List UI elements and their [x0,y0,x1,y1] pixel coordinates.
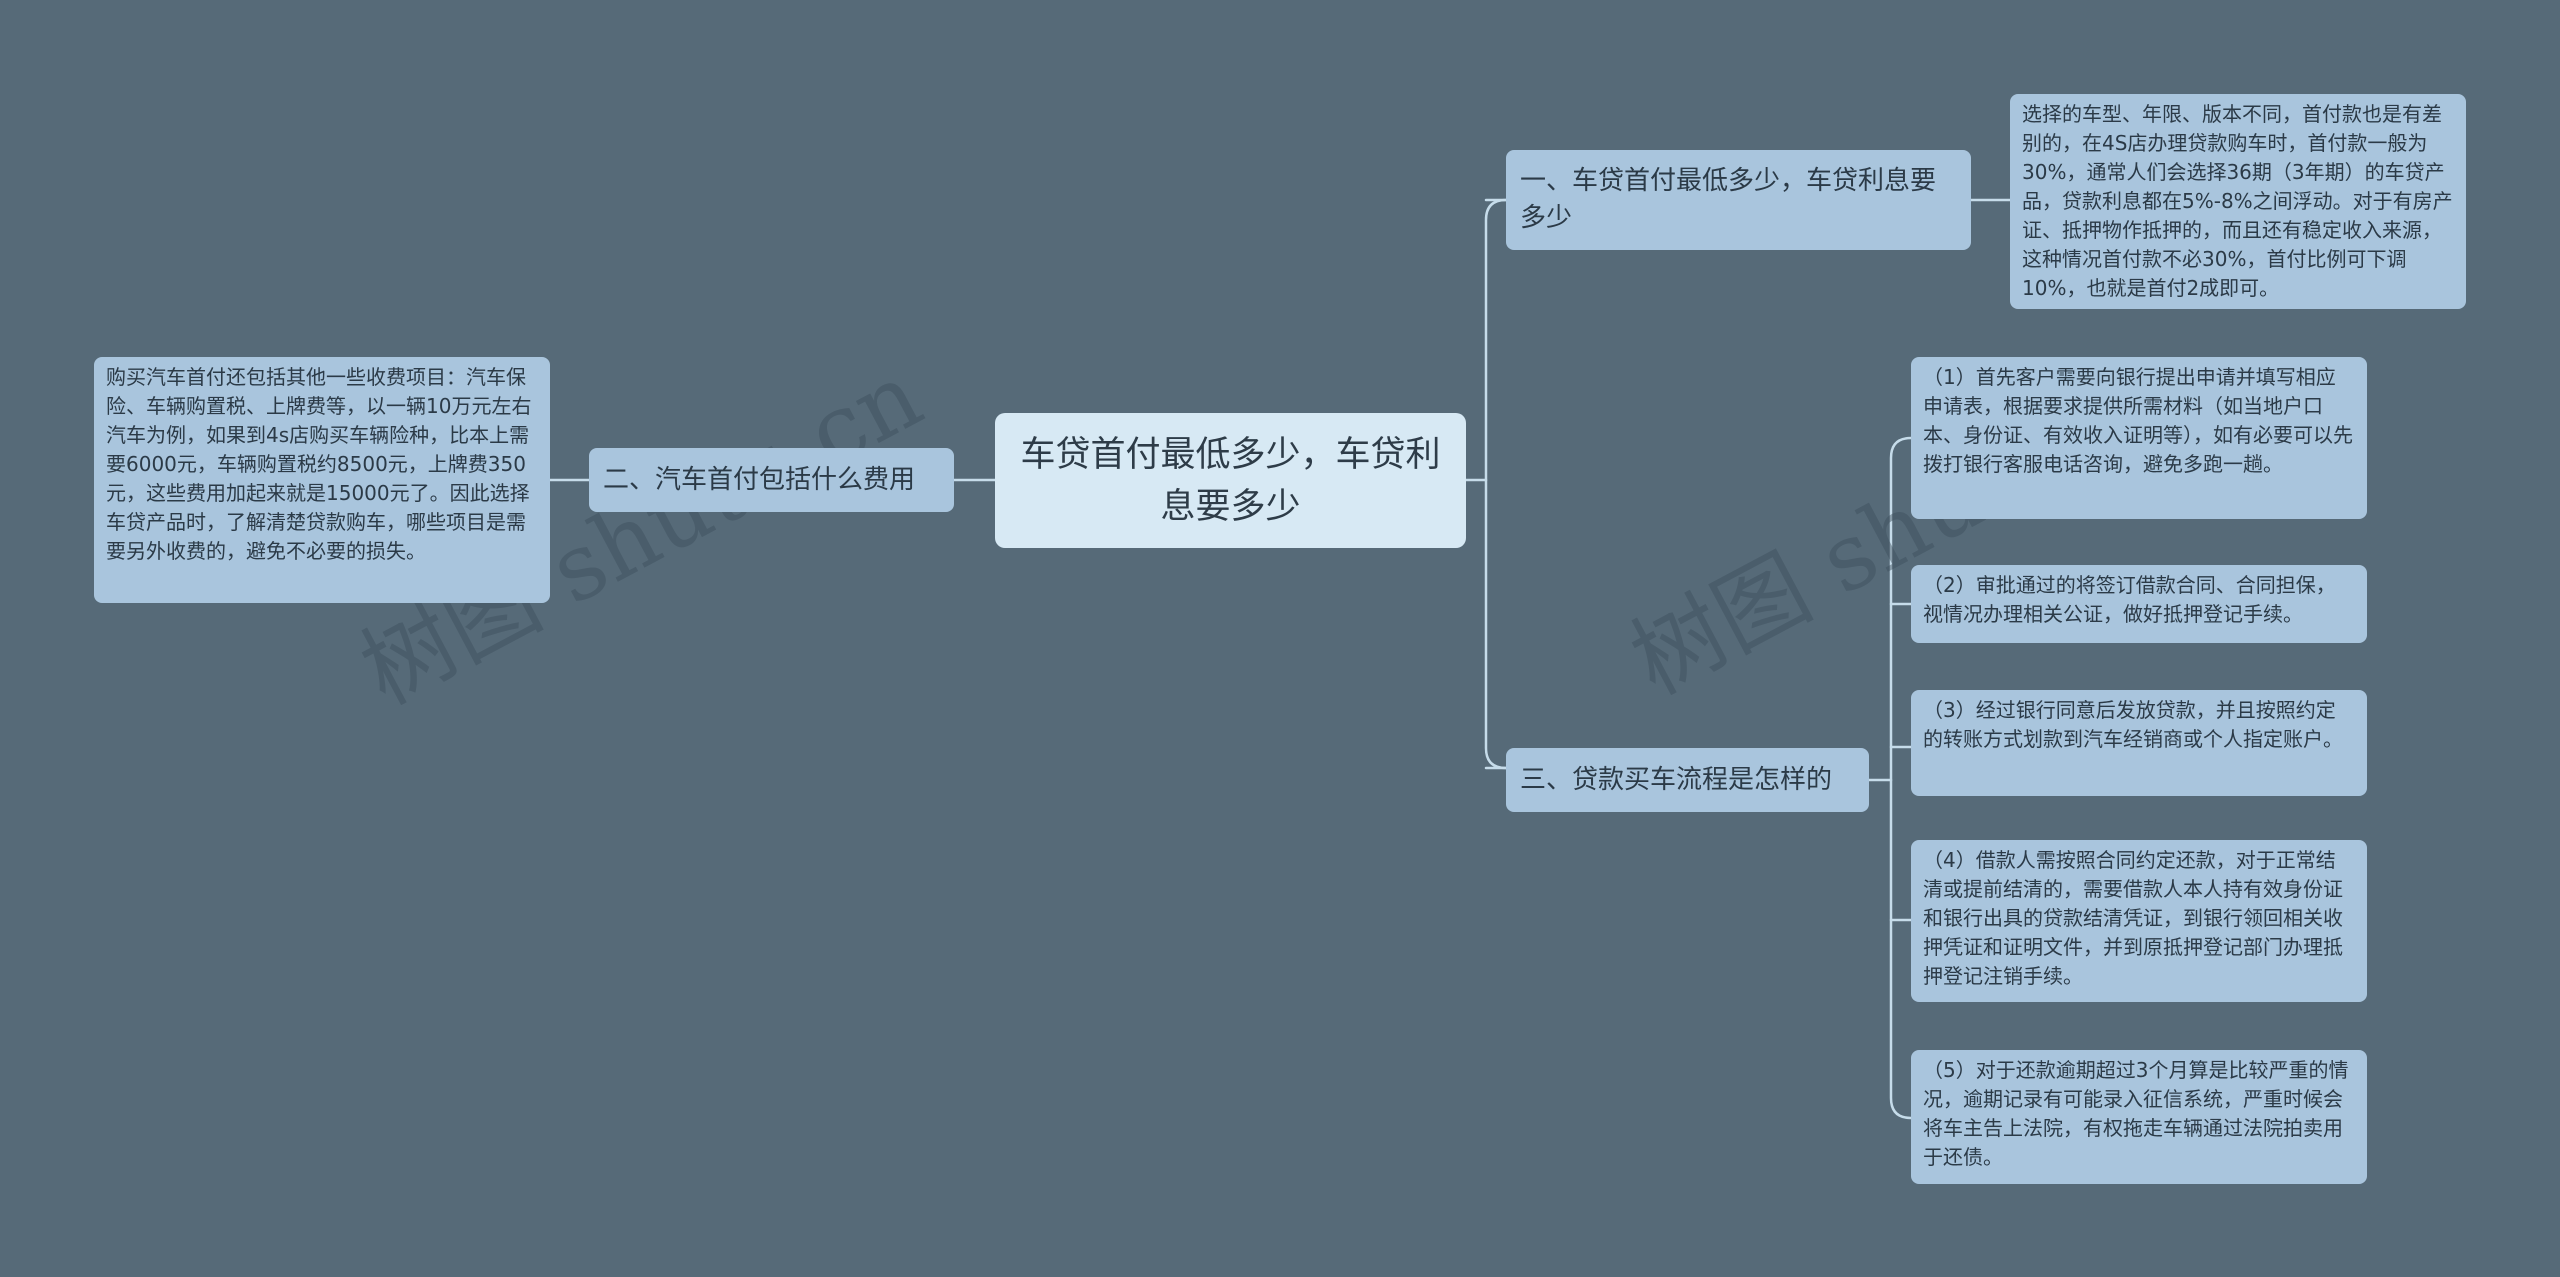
leaf-topic-3-5[interactable]: （5）对于还款逾期超过3个月算是比较严重的情况，逾期记录有可能录入征信系统，严重… [1911,1050,2367,1184]
leaf-topic-3-1[interactable]: （1）首先客户需要向银行提出申请并填写相应申请表，根据要求提供所需材料（如当地户… [1911,357,2367,519]
leaf-topic-1-1-text: 选择的车型、年限、版本不同，首付款也是有差别的，在4S店办理贷款购车时，首付款一… [2022,102,2453,300]
leaf-topic-3-3[interactable]: （3）经过银行同意后发放贷款，并且按照约定的转账方式划款到汽车经销商或个人指定账… [1911,690,2367,796]
branch-topic-3-text: 三、贷款买车流程是怎样的 [1520,764,1833,795]
leaf-topic-3-5-text: （5）对于还款逾期超过3个月算是比较严重的情况，逾期记录有可能录入征信系统，严重… [1923,1058,2349,1169]
leaf-topic-2-1-text: 购买汽车首付还包括其他一些收费项目：汽车保险、车辆购置税、上牌费等，以一辆10万… [106,365,532,563]
root-topic[interactable]: 车贷首付最低多少，车贷利息要多少 [995,413,1466,548]
root-topic-text: 车贷首付最低多少，车贷利息要多少 [1020,434,1441,527]
connector-trunk-right [1484,198,1508,770]
leaf-topic-2-1[interactable]: 购买汽车首付还包括其他一些收费项目：汽车保险、车辆购置税、上牌费等，以一辆10万… [94,357,550,603]
leaf-topic-3-3-text: （3）经过银行同意后发放贷款，并且按照约定的转账方式划款到汽车经销商或个人指定账… [1923,698,2343,751]
branch-topic-1[interactable]: 一、车贷首付最低多少，车贷利息要多少 [1506,150,1971,250]
branch-topic-1-text: 一、车贷首付最低多少，车贷利息要多少 [1520,166,1937,233]
connector-branch3-trunk [1889,436,1913,1120]
leaf-topic-3-2-text: （2）审批通过的将签订借款合同、合同担保，视情况办理相关公证，做好抵押登记手续。 [1923,573,2336,626]
leaf-topic-3-4-text: （4）借款人需按照合同约定还款，对于正常结清或提前结清的，需要借款人本人持有效身… [1923,848,2343,988]
branch-topic-3[interactable]: 三、贷款买车流程是怎样的 [1506,748,1869,812]
branch-topic-2[interactable]: 二、汽车首付包括什么费用 [589,448,954,512]
branch-topic-2-text: 二、汽车首付包括什么费用 [603,464,916,495]
leaf-topic-3-2[interactable]: （2）审批通过的将签订借款合同、合同担保，视情况办理相关公证，做好抵押登记手续。 [1911,565,2367,643]
leaf-topic-3-4[interactable]: （4）借款人需按照合同约定还款，对于正常结清或提前结清的，需要借款人本人持有效身… [1911,840,2367,1002]
leaf-topic-1-1[interactable]: 选择的车型、年限、版本不同，首付款也是有差别的，在4S店办理贷款购车时，首付款一… [2010,94,2466,309]
leaf-topic-3-1-text: （1）首先客户需要向银行提出申请并填写相应申请表，根据要求提供所需材料（如当地户… [1923,365,2353,476]
